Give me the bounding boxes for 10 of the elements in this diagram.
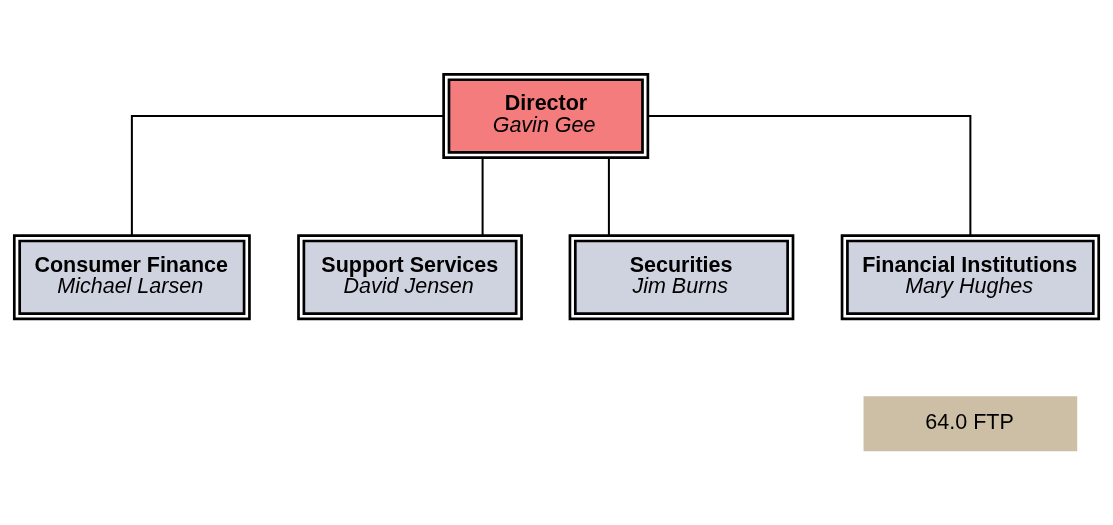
node-box: Financial Institutions Mary Hughes xyxy=(840,234,1101,321)
node-box: 64.0 FTP xyxy=(863,396,1078,452)
connector xyxy=(481,158,484,236)
node-box: Securities Jim Burns xyxy=(568,234,795,321)
node-box: Support Services David Jensen xyxy=(297,234,523,321)
connector xyxy=(648,115,972,236)
connector xyxy=(607,158,610,236)
connector xyxy=(130,115,444,236)
node-box: Director Gavin Gee xyxy=(442,73,650,160)
node-box: Consumer Finance Michael Larsen xyxy=(12,234,251,321)
